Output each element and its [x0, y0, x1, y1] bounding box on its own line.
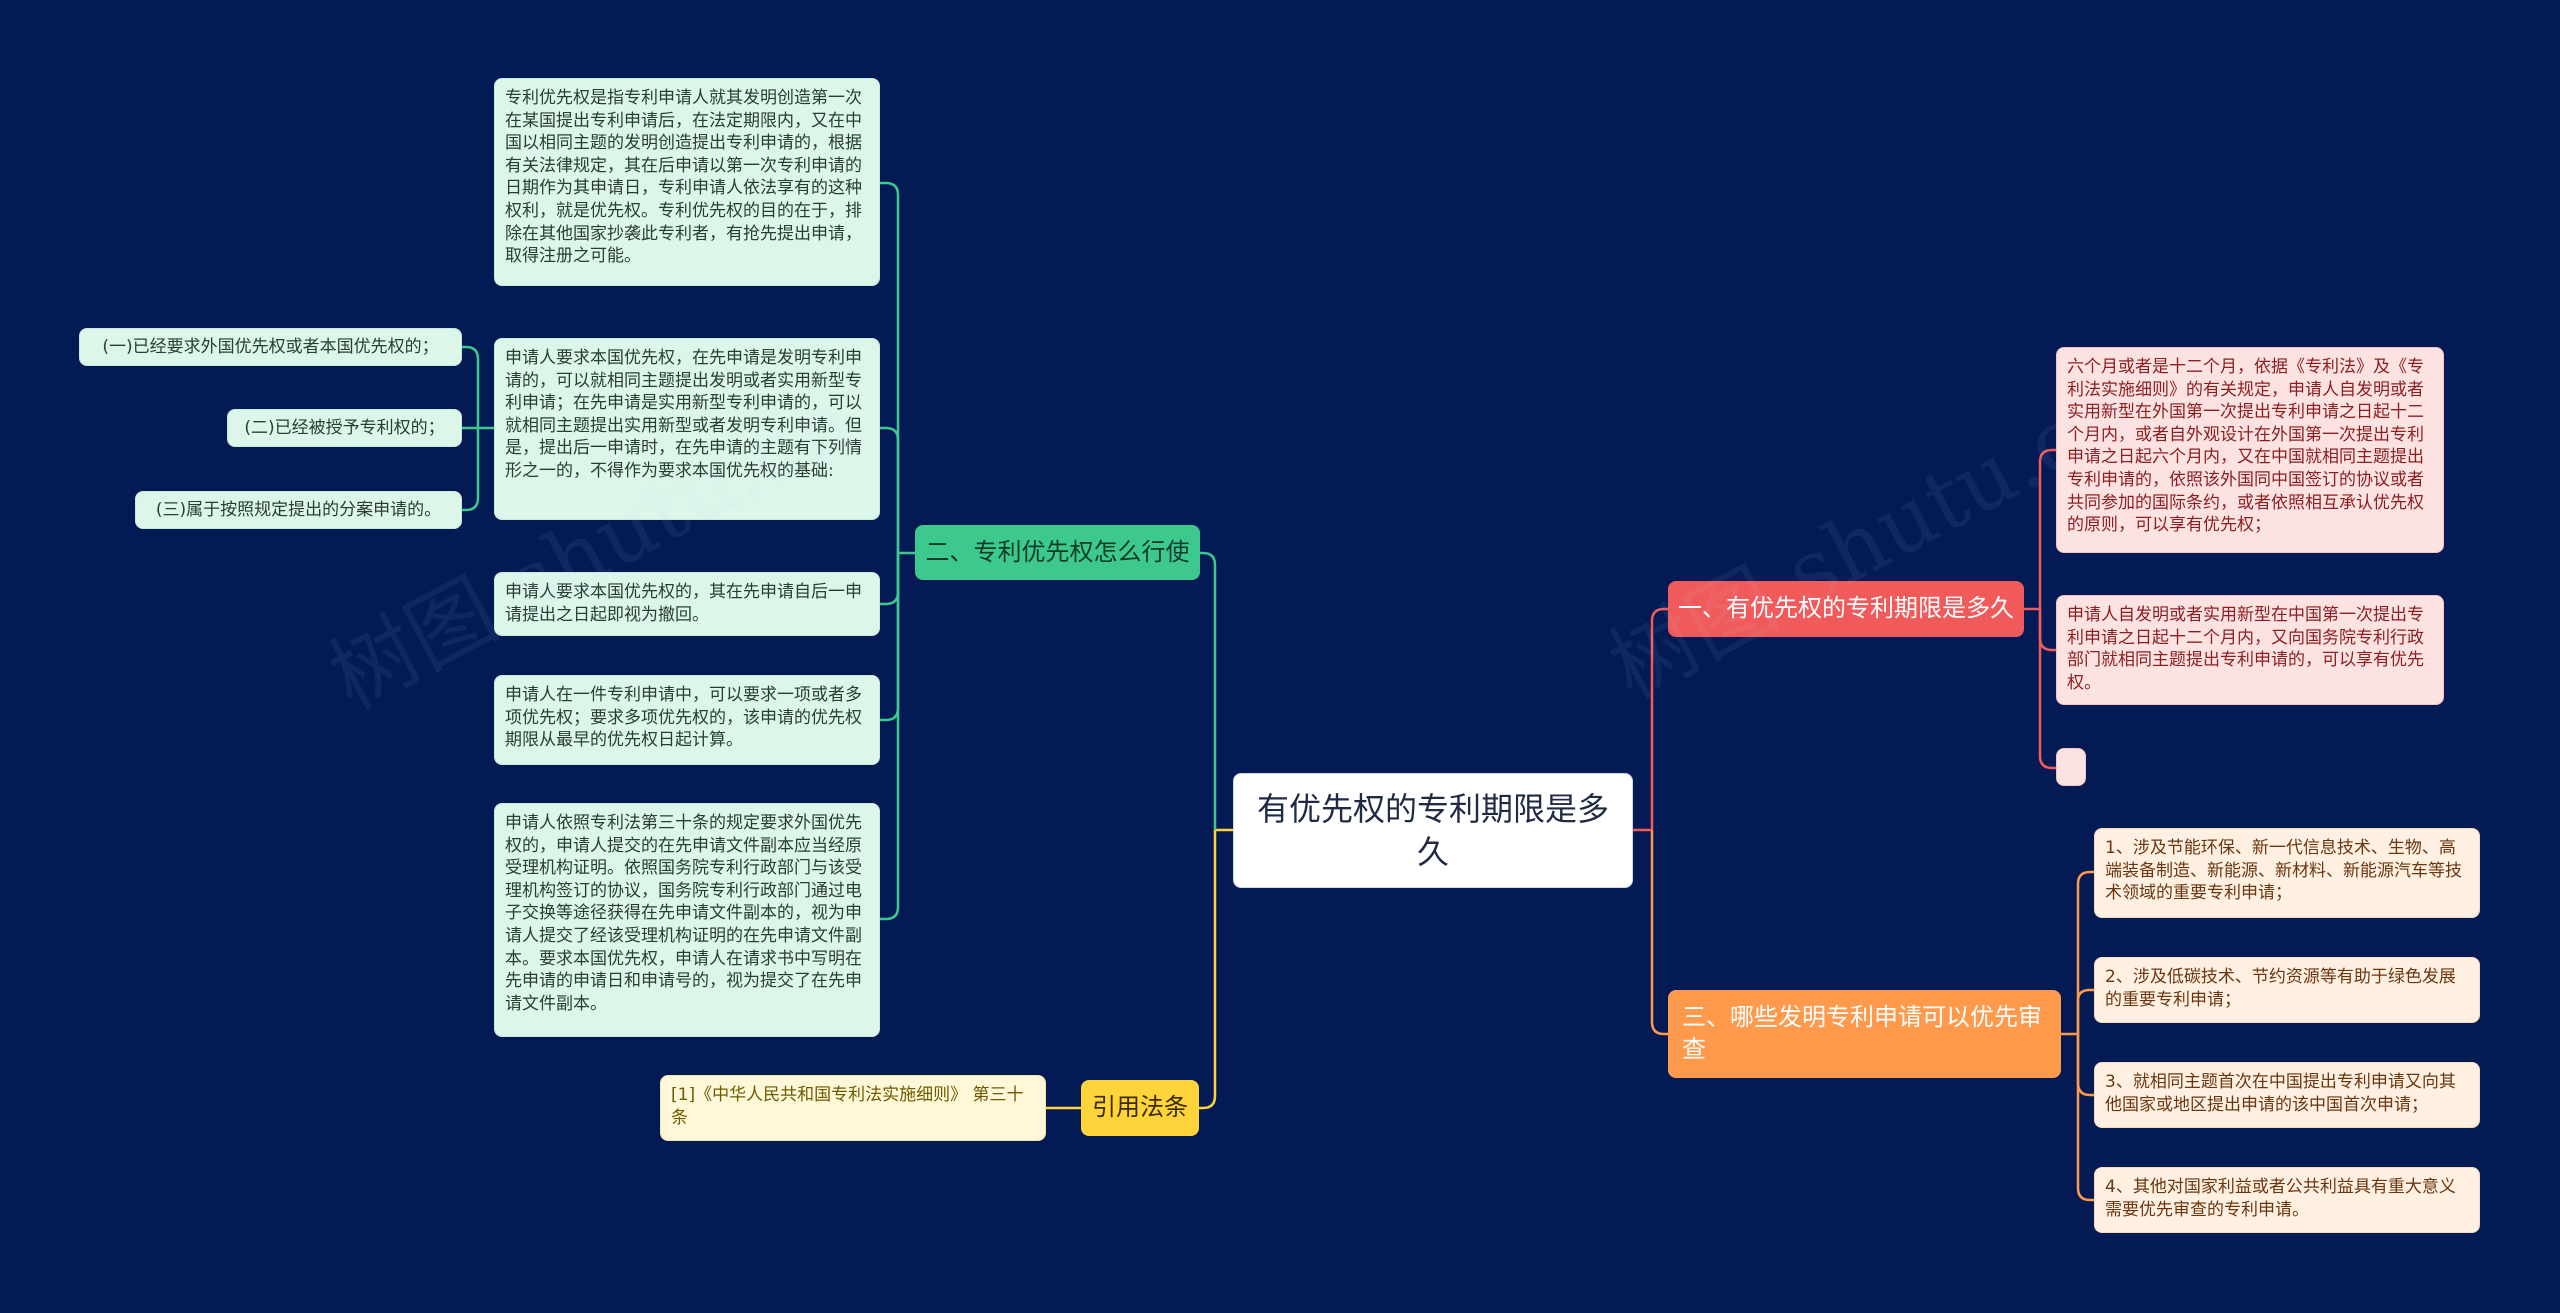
leaf-text: 2、涉及低碳技术、节约资源等有助于绿色发展的重要专利申请；: [2105, 967, 2456, 1010]
leaf-six-or-twelve-months[interactable]: 六个月或者是十二个月，依据《专利法》及《专利法实施细则》的有关规定，申请人自发明…: [2056, 347, 2444, 553]
leaf-exam-item-4[interactable]: 4、其他对国家利益或者公共利益具有重大意义需要优先审查的专利申请。: [2094, 1167, 2480, 1233]
leaf-text: 申请人要求本国优先权，在先申请是发明专利申请的，可以就相同主题提出发明或者实用新…: [505, 348, 862, 482]
leaf-text: (一)已经要求外国优先权或者本国优先权的；: [102, 336, 439, 357]
leaf-text: 1、涉及节能环保、新一代信息技术、生物、高端装备制造、新能源、新材料、新能源汽车…: [2105, 838, 2462, 904]
root-topic[interactable]: 有优先权的专利期限是多久: [1233, 773, 1633, 888]
leaf-text: (三)属于按照规定提出的分案申请的。: [155, 499, 442, 520]
leaf-multiple-priorities[interactable]: 申请人在一件专利申请中，可以要求一项或者多项优先权；要求多项优先权的，该申请的优…: [494, 675, 880, 765]
leaf-exam-item-2[interactable]: 2、涉及低碳技术、节约资源等有助于绿色发展的重要专利申请；: [2094, 957, 2480, 1023]
leaf-exam-item-1[interactable]: 1、涉及节能环保、新一代信息技术、生物、高端装备制造、新能源、新材料、新能源汽车…: [2094, 828, 2480, 918]
leaf-text: 申请人自发明或者实用新型在中国第一次提出专利申请之日起十二个月内，又向国务院专利…: [2067, 605, 2424, 693]
leaf-text: 4、其他对国家利益或者公共利益具有重大意义需要优先审查的专利申请。: [2105, 1177, 2456, 1220]
leaf-text: 申请人要求本国优先权的，其在先申请自后一申请提出之日起即视为撤回。: [505, 582, 862, 625]
leaf-text: [1]《中华人民共和国专利法实施细则》 第三十条: [671, 1085, 1024, 1128]
branch-cited-law[interactable]: 引用法条: [1081, 1080, 1199, 1136]
root-topic-text: 有优先权的专利期限是多久: [1256, 789, 1609, 871]
leaf-law-citation[interactable]: [1]《中华人民共和国专利法实施细则》 第三十条: [660, 1075, 1046, 1141]
leaf-exam-item-3[interactable]: 3、就相同主题首次在中国提出专利申请又向其他国家或地区提出申请的该中国首次申请；: [2094, 1062, 2480, 1128]
leaf-text: 申请人在一件专利申请中，可以要求一项或者多项优先权；要求多项优先权的，该申请的优…: [505, 685, 862, 751]
branch-label: 一、有优先权的专利期限是多久: [1678, 594, 2014, 623]
leaf-text: 3、就相同主题首次在中国提出专利申请又向其他国家或地区提出申请的该中国首次申请；: [2105, 1072, 2456, 1115]
branch-priority-term[interactable]: 一、有优先权的专利期限是多久: [1668, 581, 2024, 637]
sub-leaf-already-claimed[interactable]: (一)已经要求外国优先权或者本国优先权的；: [79, 328, 462, 366]
leaf-text: (二)已经被授予专利权的；: [244, 417, 445, 438]
leaf-priority-definition[interactable]: 专利优先权是指专利申请人就其发明创造第一次在某国提出专利申请后，在法定期限内，又…: [494, 78, 880, 286]
leaf-text: 六个月或者是十二个月，依据《专利法》及《专利法实施细则》的有关规定，申请人自发明…: [2067, 357, 2424, 536]
leaf-domestic-twelve-months[interactable]: 申请人自发明或者实用新型在中国第一次提出专利申请之日起十二个月内，又向国务院专利…: [2056, 595, 2444, 705]
branch-label: 二、专利优先权怎么行使: [925, 537, 1190, 566]
branch-label: 引用法条: [1092, 1093, 1188, 1122]
leaf-empty[interactable]: [2056, 748, 2086, 786]
leaf-domestic-priority[interactable]: 申请人要求本国优先权，在先申请是发明专利申请的，可以就相同主题提出发明或者实用新…: [494, 338, 880, 520]
leaf-text: 申请人依照专利法第三十条的规定要求外国优先权的，申请人提交的在先申请文件副本应当…: [505, 813, 862, 1014]
leaf-text: 专利优先权是指专利申请人就其发明创造第一次在某国提出专利申请后，在法定期限内，又…: [505, 88, 862, 267]
leaf-foreign-priority[interactable]: 申请人依照专利法第三十条的规定要求外国优先权的，申请人提交的在先申请文件副本应当…: [494, 803, 880, 1037]
sub-leaf-granted[interactable]: (二)已经被授予专利权的；: [227, 409, 462, 447]
branch-label: 三、哪些发明专利申请可以优先审查: [1682, 1003, 2042, 1063]
leaf-withdrawn[interactable]: 申请人要求本国优先权的，其在先申请自后一申请提出之日起即视为撤回。: [494, 572, 880, 636]
sub-leaf-divisional[interactable]: (三)属于按照规定提出的分案申请的。: [135, 491, 462, 529]
branch-how-to-exercise-priority[interactable]: 二、专利优先权怎么行使: [915, 525, 1200, 580]
branch-priority-examination[interactable]: 三、哪些发明专利申请可以优先审查: [1668, 990, 2061, 1078]
